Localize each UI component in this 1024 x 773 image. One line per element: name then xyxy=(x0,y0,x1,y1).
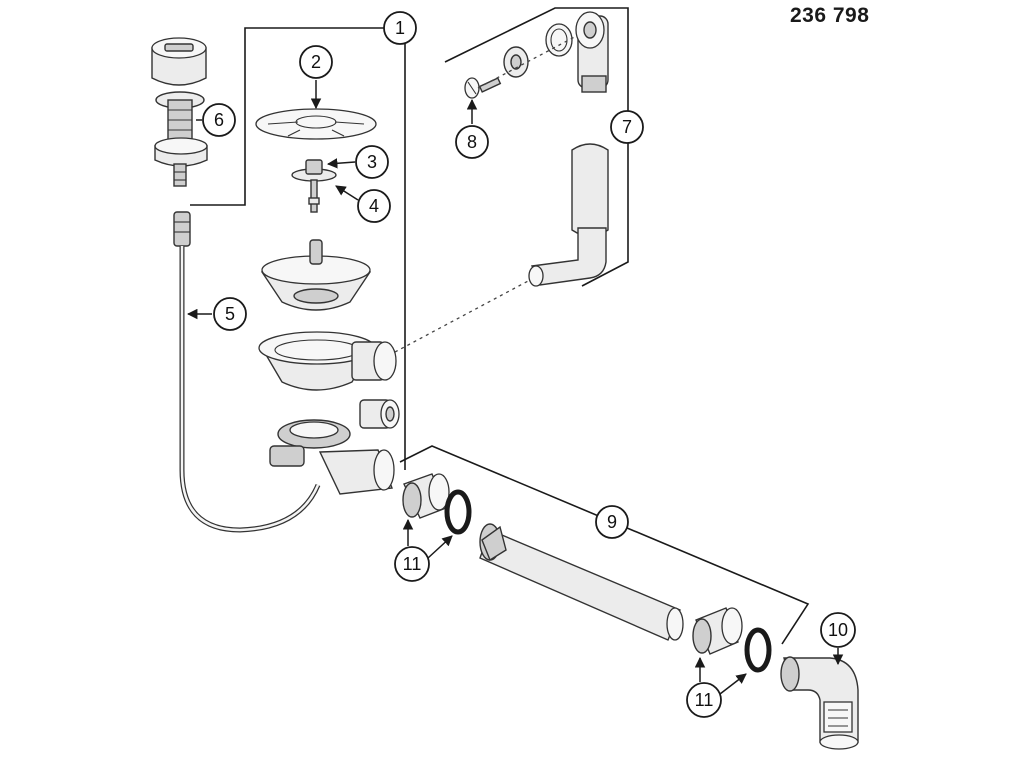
part-11-nut-seal-upper xyxy=(402,473,472,535)
svg-text:6: 6 xyxy=(214,110,224,130)
part-8-overflow-screw xyxy=(464,23,585,99)
callout-6: 6 xyxy=(202,103,236,137)
part-5-bowden-cable xyxy=(173,211,321,533)
callout-10: 10 xyxy=(820,612,856,648)
callout-3: 3 xyxy=(355,145,389,179)
part-7-overflow-assembly xyxy=(528,11,609,287)
callout-1: 1 xyxy=(383,11,417,45)
callout-2: 2 xyxy=(299,45,333,79)
catalog-number: 236 798 xyxy=(790,4,870,27)
leader-4 xyxy=(335,185,359,201)
part-11-nut-seal-lower xyxy=(692,607,772,673)
callout-7: 7 xyxy=(610,110,644,144)
part-10-elbow xyxy=(780,656,859,750)
part-strainer-basket xyxy=(260,239,372,311)
part-drain-body xyxy=(258,331,397,391)
svg-text:3: 3 xyxy=(367,152,377,172)
callout-4: 4 xyxy=(357,189,391,223)
leader-11a-2 xyxy=(427,535,453,559)
svg-text:8: 8 xyxy=(467,132,477,152)
connection-line-overflow xyxy=(394,279,531,353)
bracket-part-7 xyxy=(444,7,629,287)
part-3-4-plug-spindle xyxy=(291,159,337,213)
svg-text:10: 10 xyxy=(828,620,848,640)
part-9-long-pipe xyxy=(479,523,684,641)
callout-11-lower: 11 xyxy=(686,682,722,718)
svg-text:2: 2 xyxy=(311,52,321,72)
part-2-strainer-cover xyxy=(255,108,377,140)
part-outlet-housing xyxy=(269,419,395,495)
callout-11-upper: 11 xyxy=(394,546,430,582)
svg-text:1: 1 xyxy=(395,18,405,38)
leader-3 xyxy=(326,158,356,169)
svg-text:5: 5 xyxy=(225,304,235,324)
svg-text:9: 9 xyxy=(607,512,617,532)
part-6-control-knob xyxy=(151,37,208,187)
svg-text:7: 7 xyxy=(622,117,632,137)
callout-8: 8 xyxy=(455,125,489,159)
part-connector-nut xyxy=(359,399,400,429)
leader-11b-2 xyxy=(719,673,747,695)
svg-text:11: 11 xyxy=(403,554,422,574)
bracket-part-9 xyxy=(399,445,810,645)
callout-9: 9 xyxy=(595,505,629,539)
callout-5: 5 xyxy=(213,297,247,331)
svg-text:4: 4 xyxy=(369,196,379,216)
svg-text:11: 11 xyxy=(695,690,714,710)
